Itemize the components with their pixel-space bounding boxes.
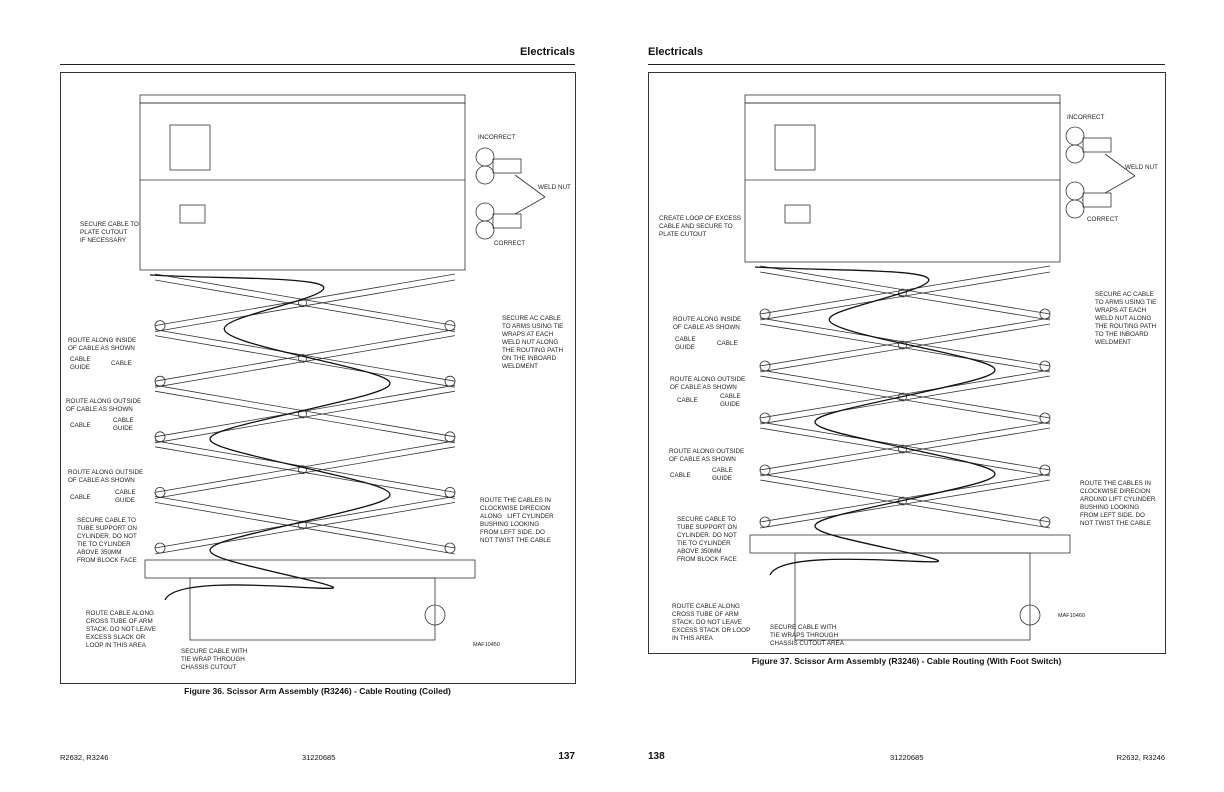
label-route-outside-1: ROUTE ALONG OUTSIDE OF CABLE AS SHOWN: [66, 398, 142, 413]
footer-doc-number: 31220685: [302, 753, 336, 762]
cable-cross-section: [475, 220, 495, 240]
label-cable-guide-2: CABLE GUIDE: [720, 393, 741, 408]
weld-nut-incorrect: [492, 158, 522, 174]
drawing-id: MAF10460: [1058, 613, 1085, 619]
footer-doc-number: 31220685: [890, 753, 924, 762]
label-route-outside-1: ROUTE ALONG OUTSIDE OF CABLE AS SHOWN: [670, 376, 746, 391]
arm-pivot: [444, 542, 456, 554]
cable-cross-section: [475, 165, 495, 185]
section-title: Electricals: [519, 46, 575, 58]
weld-nut-correct: [1082, 192, 1112, 208]
label-cable-2: CABLE: [70, 422, 91, 429]
plate-cutout: [784, 204, 811, 224]
label-cable-1: CABLE: [717, 340, 738, 347]
label-cable-2: CABLE: [677, 397, 698, 404]
leader-line: [514, 196, 546, 215]
label-secure-ac: SECURE AC CABLE TO ARMS USING TIE WRAPS …: [1095, 291, 1157, 346]
footer-model: R2632, R3246: [1116, 753, 1165, 762]
leader-line: [1104, 175, 1136, 194]
page-number: 138: [648, 751, 665, 762]
figure-caption: Figure 37. Scissor Arm Assembly (R3246) …: [751, 656, 1062, 666]
label-create-loop: CREATE LOOP OF EXCESS CABLE AND SECURE T…: [659, 215, 741, 238]
label-cable-guide-1: CABLE GUIDE: [70, 356, 91, 371]
arm-pivot: [759, 516, 771, 528]
control-box: [169, 124, 211, 171]
label-cable-guide-3: CABLE GUIDE: [115, 489, 136, 504]
label-route-inside: ROUTE ALONG INSIDE OF CABLE AS SHOWN: [673, 316, 742, 331]
label-secure-tube: SECURE CABLE TO TUBE SUPPORT ON CYLINDER…: [677, 516, 737, 563]
platform-body: [139, 102, 466, 271]
header-rule: [60, 64, 575, 65]
label-cable-3: CABLE: [70, 494, 91, 501]
cable-route: [754, 266, 996, 576]
label-cable-guide-3: CABLE GUIDE: [712, 467, 733, 482]
drawing-id: MAF10450: [473, 642, 500, 648]
center-pivot: [898, 288, 907, 298]
platform-body: [744, 102, 1061, 263]
label-route-outside-2: ROUTE ALONG OUTSIDE OF CABLE AS SHOWN: [669, 448, 745, 463]
label-secure-plate: SECURE CABLE TO PLATE CUTOUT IF NECESSAR…: [80, 221, 139, 244]
weld-nut-incorrect: [1082, 137, 1112, 153]
cable-cross-section: [1065, 144, 1085, 164]
control-box: [774, 124, 816, 171]
section-title: Electricals: [648, 46, 704, 58]
page-number: 137: [558, 751, 575, 762]
label-route-cross: ROUTE CABLE ALONG CROSS TUBE OF ARM STAC…: [86, 610, 156, 649]
center-pivot: [298, 465, 307, 475]
label-weld-nut: WELD NUT: [538, 184, 571, 191]
label-secure-tube: SECURE CABLE TO TUBE SUPPORT ON CYLINDER…: [77, 517, 137, 564]
label-route-outside-2: ROUTE ALONG OUTSIDE OF CABLE AS SHOWN: [68, 469, 144, 484]
leader-line: [514, 174, 546, 198]
figure-caption: Figure 36. Scissor Arm Assembly (R3246) …: [184, 686, 451, 696]
label-correct: CORRECT: [494, 240, 526, 247]
label-route-inside: ROUTE ALONG INSIDE OF CABLE AS SHOWN: [68, 337, 137, 352]
figure-frame: [60, 72, 576, 684]
chassis-hole: [424, 604, 446, 626]
label-route-clockwise: ROUTE THE CABLES IN CLOCKWISE DIRECION A…: [1080, 480, 1156, 527]
arm-pivot: [154, 542, 166, 554]
plate-cutout: [179, 204, 206, 224]
header-rule: [648, 64, 1165, 65]
arm-pivot: [1039, 516, 1051, 528]
center-pivot: [898, 444, 907, 454]
leader-line: [1104, 153, 1136, 177]
label-cable-1: CABLE: [111, 360, 132, 367]
label-cable-guide-2: CABLE GUIDE: [113, 417, 134, 432]
center-pivot: [898, 340, 907, 350]
label-correct: CORRECT: [1087, 216, 1119, 223]
chassis-body: [189, 577, 436, 641]
label-route-cross: ROUTE CABLE ALONG CROSS TUBE OF ARM STAC…: [672, 603, 751, 642]
label-route-clockwise: ROUTE THE CABLES IN CLOCKWISE DIRECION A…: [480, 497, 554, 544]
cable-cross-section: [1065, 199, 1085, 219]
label-weld-nut: WELD NUT: [1125, 164, 1158, 171]
label-incorrect: INCORRECT: [478, 134, 516, 141]
footer-model: R2632, R3246: [60, 753, 109, 762]
chassis-hole: [1019, 604, 1041, 626]
label-cable-3: CABLE: [670, 472, 691, 479]
weld-nut-correct: [492, 213, 522, 229]
label-secure-ac: SECURE AC CABLE TO ARMS USING TIE WRAPS …: [502, 315, 564, 370]
label-cable-guide-1: CABLE GUIDE: [675, 336, 696, 351]
label-incorrect: INCORRECT: [1067, 114, 1105, 121]
cable-route: [149, 274, 391, 601]
label-secure-chassis: SECURE CABLE WITH TIE WRAP THROUGH CHASS…: [181, 648, 248, 671]
center-pivot: [298, 353, 307, 363]
figure-frame: [648, 72, 1166, 654]
label-secure-chassis: SECURE CABLE WITH TIE WRAPS THROUGH CHAS…: [770, 624, 844, 647]
